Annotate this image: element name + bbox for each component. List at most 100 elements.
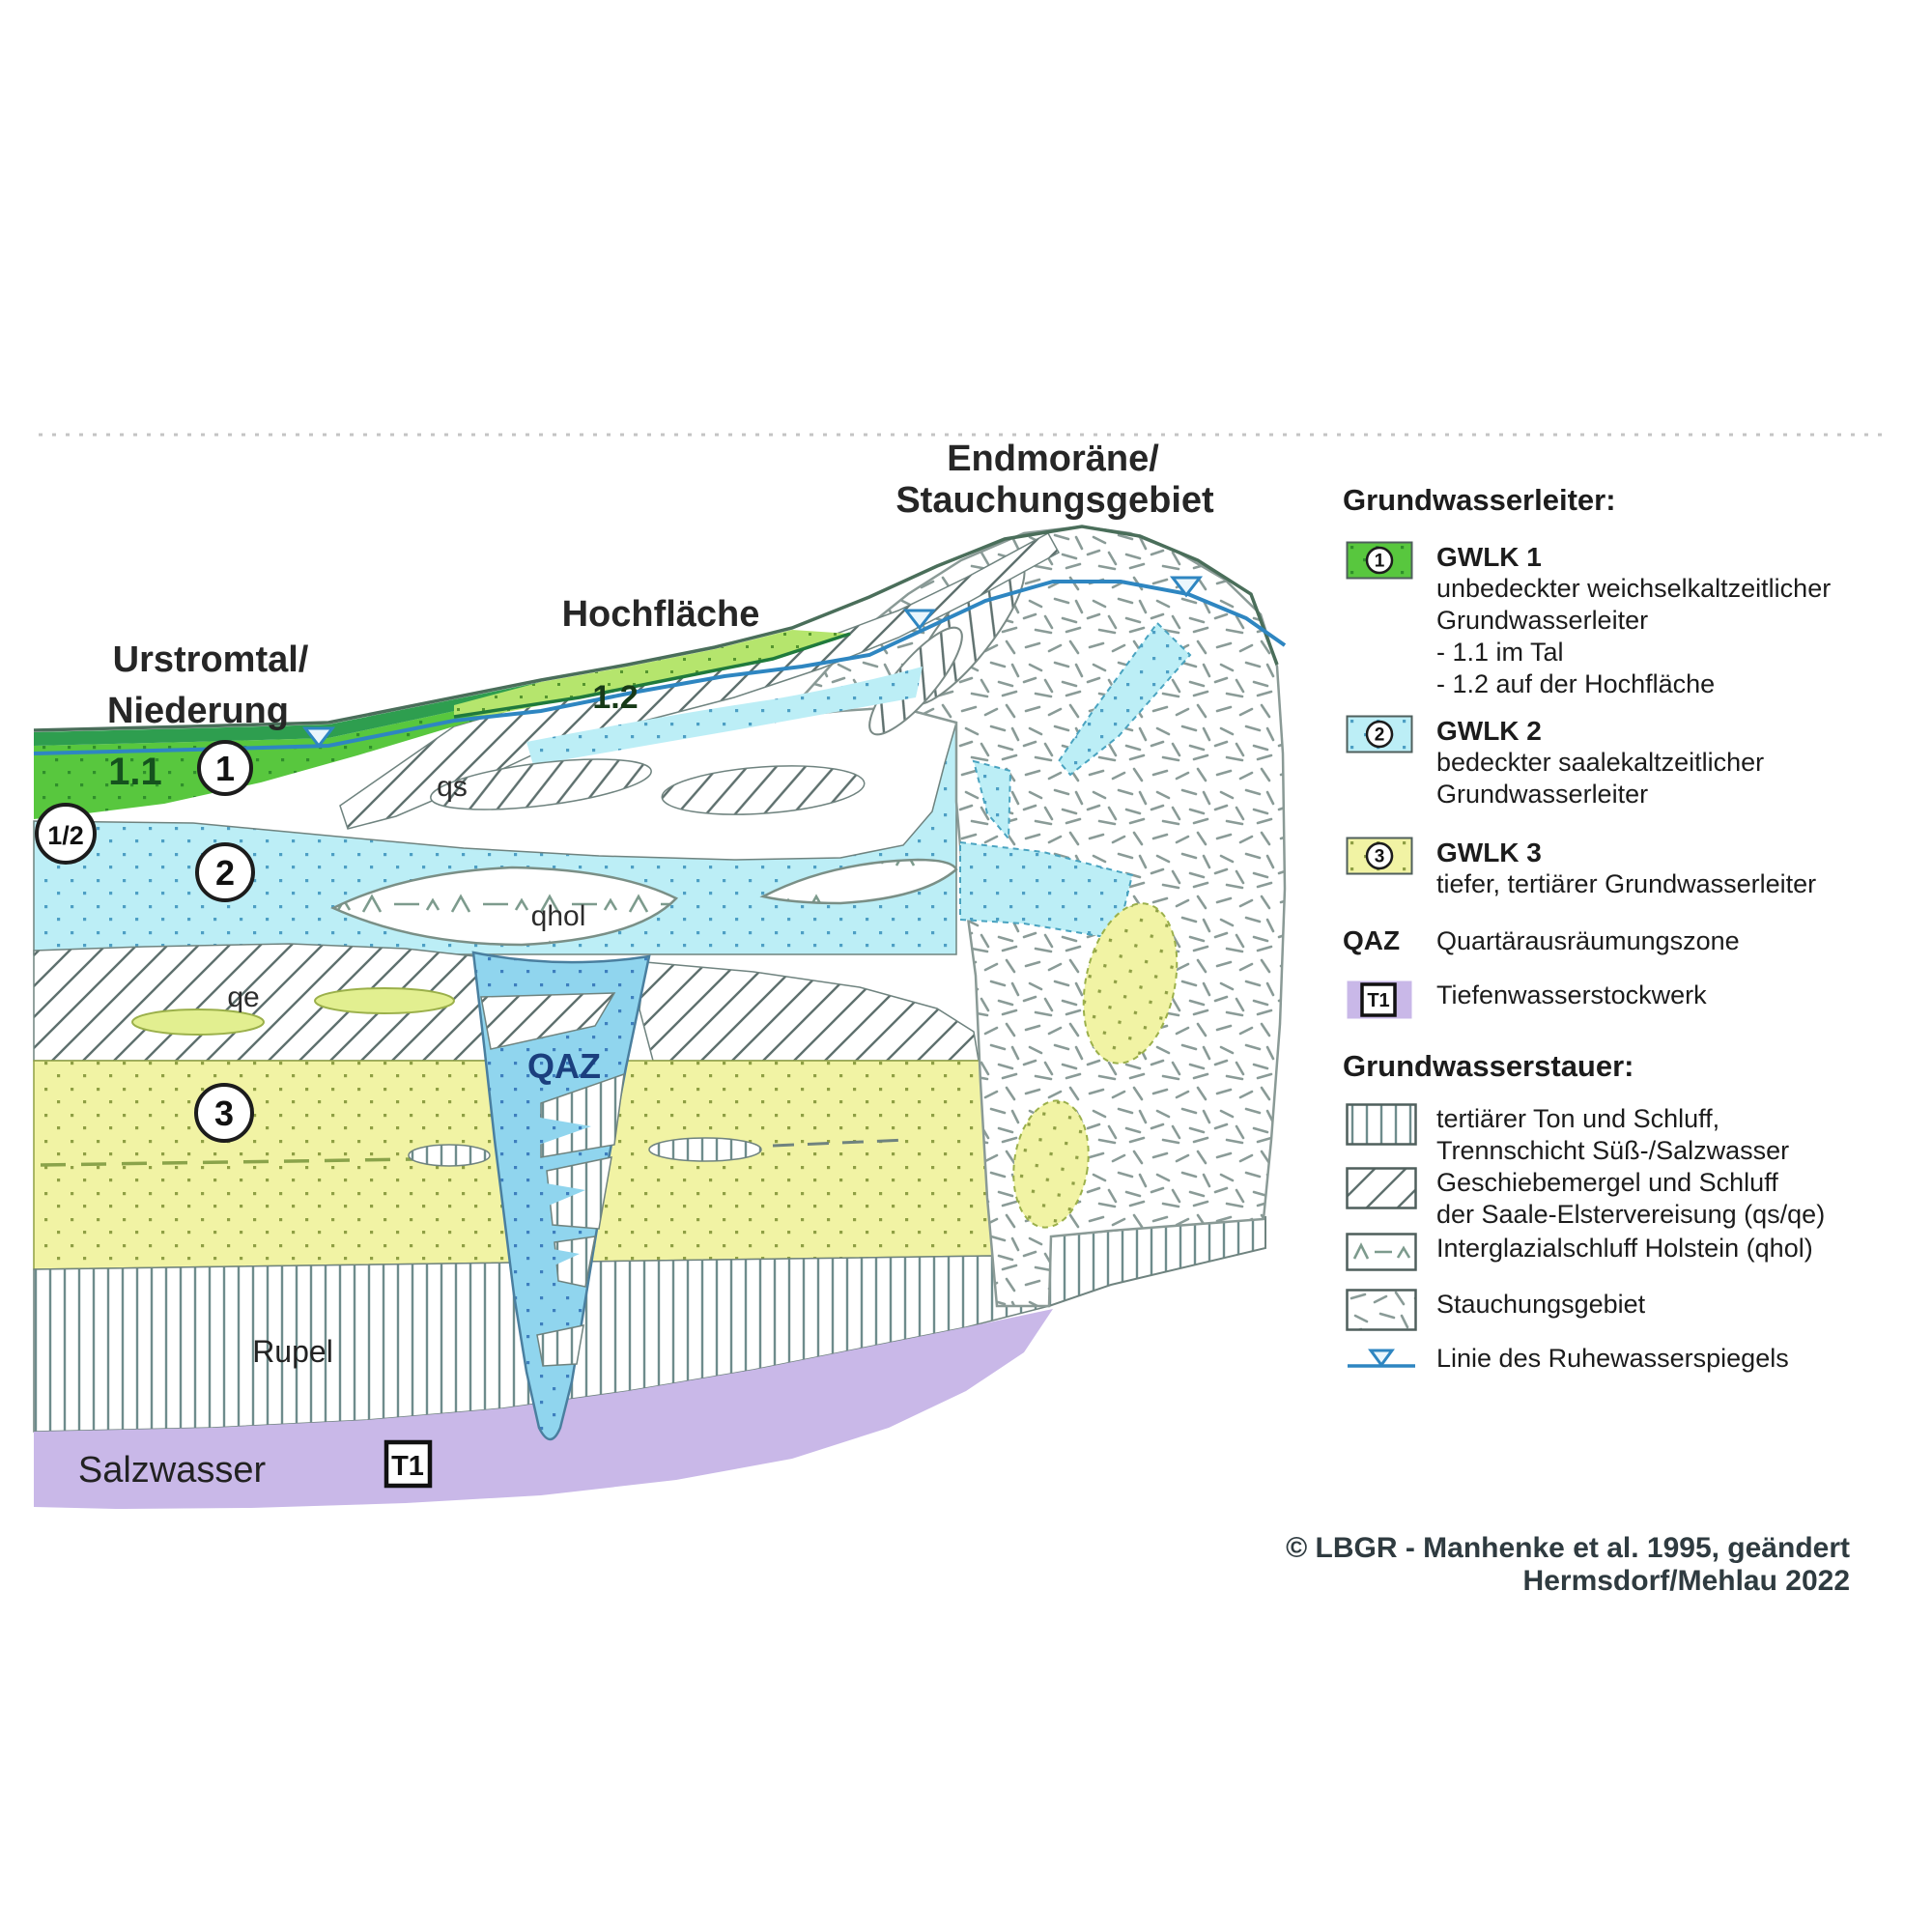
layer-qe-hatch-right <box>639 961 980 1062</box>
geology-layers <box>33 525 1287 1509</box>
legend-line: Grundwasserleiter <box>1436 606 1649 635</box>
label-qaz: QAZ <box>527 1046 601 1086</box>
blue-tooth <box>518 1179 585 1215</box>
legend-item-gwlk2: 2 GWLK 2 bedeckter saalekaltzeitlicher G… <box>1343 715 1908 810</box>
legend-line: der Saale-Elstervereisung (qs/qe) <box>1436 1200 1826 1229</box>
yellow-lens-in-qe <box>131 1009 265 1036</box>
clay-stringer-dashes <box>772 1138 909 1148</box>
water-level-line-icon <box>1346 1343 1417 1378</box>
gwlk1-swatch-icon: 1 <box>1346 541 1413 580</box>
yellow-lens-in-qe <box>314 987 455 1014</box>
yellow-patch-in-dome <box>1012 1099 1090 1229</box>
legend-item-gwlk1: 1 GWLK 1 unbedeckter weichselkaltzeitlic… <box>1343 541 1908 700</box>
legend-line: Tiefenwasserstockwerk <box>1436 980 1707 1009</box>
legend-item-interglazialschluff: Interglazialschluff Holstein (qhol) <box>1343 1233 1908 1271</box>
legend-line: - 1.1 im Tal <box>1436 638 1564 667</box>
svg-text:1: 1 <box>215 749 235 788</box>
label-endmoraene-line2: Stauchungsgebiet <box>895 480 1214 521</box>
diagonal-hatch-swatch-icon <box>1346 1167 1417 1209</box>
legend-line: Grundwasserleiter <box>1436 780 1649 809</box>
yellow-layer-dashed-parting <box>40 1157 416 1167</box>
stripe-wedge-in-funnel <box>554 1236 596 1288</box>
gwlk12-underline <box>453 632 851 719</box>
cyan-patch-in-dome <box>1057 621 1192 777</box>
legend-line: Interglazialschluff Holstein (qhol) <box>1436 1234 1813 1263</box>
credit-line: © LBGR - Manhenke et al. 1995, geändert … <box>1286 1532 1850 1597</box>
legend-title: GWLK 2 <box>1436 716 1542 746</box>
clay-stringer-lens <box>648 1137 762 1162</box>
label-salzwasser: Salzwasser <box>78 1450 267 1491</box>
hatched-lens-in-cyan <box>661 765 866 815</box>
legend-line: Quartärausräumungszone <box>1436 926 1740 955</box>
label-gwl-1-2: 1.2 <box>592 679 638 716</box>
yellow-patch-in-dome <box>1082 902 1179 1065</box>
cyan-finger <box>526 667 923 765</box>
legend-title: GWLK 1 <box>1436 542 1542 572</box>
hatched-lens-in-cyan <box>430 758 652 810</box>
legend-line: Trennschicht Süß-/Salzwasser <box>1436 1136 1790 1165</box>
water-table-line <box>33 580 1287 755</box>
stripe-wedge-in-funnel <box>546 1156 612 1230</box>
t1-box: T1 <box>384 1439 433 1489</box>
label-qhol: qhol <box>531 900 586 932</box>
gwlk1-dark-top-band <box>34 682 541 746</box>
svg-text:T1: T1 <box>391 1451 424 1482</box>
legend-item-geschiebemergel: Geschiebemergel und Schluff der Saale-El… <box>1343 1167 1908 1231</box>
surface-line <box>33 525 1279 732</box>
hatch-wedge-in-funnel <box>480 992 616 1050</box>
label-qs: qs <box>437 771 468 803</box>
label-rupel: Rupel <box>252 1334 333 1369</box>
svg-text:2: 2 <box>215 853 235 893</box>
legend-line: - 1.2 auf der Hochfläche <box>1436 669 1716 698</box>
label-qe: qe <box>227 981 259 1013</box>
circled-1: 1 <box>197 740 253 796</box>
blue-tooth <box>512 1113 591 1151</box>
label-urstromtal-line2: Niederung <box>107 691 289 731</box>
legend-item-qaz: QAZ Quartärausräumungszone <box>1343 925 1908 957</box>
legend-item-ton-schluff: tertiärer Ton und Schluff, Trennschicht … <box>1343 1103 1908 1167</box>
gwlk3-swatch-icon: 3 <box>1346 837 1413 875</box>
svg-text:2: 2 <box>1375 725 1385 746</box>
circled-1-2: 1/2 <box>35 803 97 865</box>
qhol-lens <box>759 858 958 905</box>
scatter-swatch-icon <box>1346 1289 1417 1331</box>
water-table-marker <box>301 576 1204 749</box>
clay-stringer-lens <box>408 1144 491 1167</box>
label-endmoraene-line1: Endmoräne/ <box>947 439 1159 479</box>
diagram-labels: Urstromtal/ Niederung Hochfläche Endmorä… <box>35 439 1214 1491</box>
legend-item-gwlk3: 3 GWLK 3 tiefer, tertiärer Grundwasserle… <box>1343 837 1908 900</box>
cyan-patch-in-dome <box>972 759 1012 841</box>
legend-aquifers-heading: Grundwasserleiter: <box>1343 483 1616 517</box>
legend-line: Geschiebemergel und Schluff <box>1436 1168 1778 1197</box>
legend-item-ruhewasserspiegel: Linie des Ruhewasserspiegels <box>1343 1343 1908 1375</box>
svg-text:1: 1 <box>1375 552 1385 572</box>
legend-title: GWLK 3 <box>1436 838 1542 867</box>
svg-text:1/2: 1/2 <box>47 821 84 850</box>
legend-line: unbedeckter weichselkaltzeitlicher <box>1436 574 1832 603</box>
qhol-lens <box>330 866 679 947</box>
circled-3: 3 <box>194 1083 254 1143</box>
legend-aquitards-heading: Grundwasserstauer: <box>1343 1049 1634 1083</box>
legend-item-t1: T1 Tiefenwasserstockwerk <box>1343 980 1908 1019</box>
t1-swatch-icon: T1 <box>1346 980 1413 1020</box>
legend-line: bedeckter saalekaltzeitlicher <box>1436 748 1765 777</box>
blue-tooth <box>526 1244 580 1275</box>
label-urstromtal-line1: Urstromtal/ <box>113 639 309 680</box>
circled-2: 2 <box>195 842 255 902</box>
svg-text:T1: T1 <box>1367 990 1389 1011</box>
layer-gwlk2-cyan <box>33 722 957 955</box>
qaz-symbol: QAZ <box>1343 925 1401 955</box>
layer-gwlk1-green-fill <box>34 694 541 819</box>
stripe-wedge-in-funnel <box>536 1324 584 1367</box>
caret-dash-swatch-icon <box>1346 1233 1417 1271</box>
legend-line: tertiärer Ton und Schluff, <box>1436 1104 1720 1133</box>
legend-line: tiefer, tertiärer Grundwasserleiter <box>1436 869 1817 898</box>
cyan-patch-in-dome <box>959 840 1134 941</box>
svg-text:3: 3 <box>214 1094 234 1133</box>
layer-gwlk12-lightgreen <box>454 630 850 717</box>
vertical-stripes-swatch-icon <box>1346 1103 1417 1146</box>
svg-text:3: 3 <box>1375 847 1385 867</box>
legend-line: Linie des Ruhewasserspiegels <box>1436 1344 1789 1373</box>
